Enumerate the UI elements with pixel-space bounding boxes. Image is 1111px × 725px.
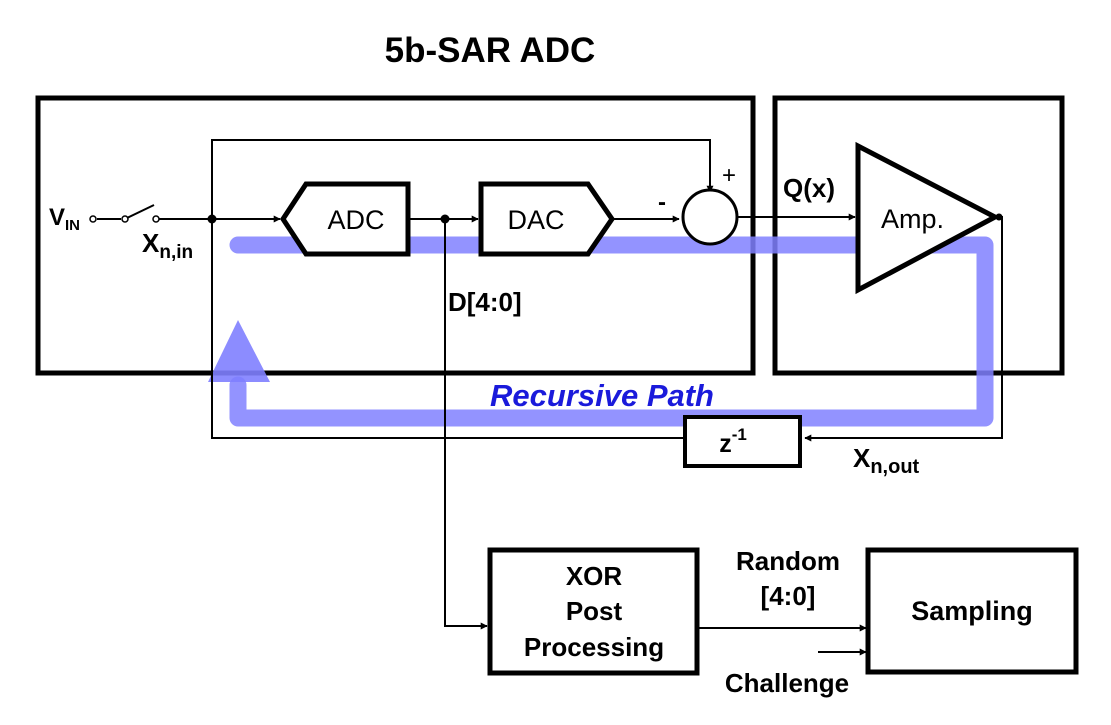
random-label-line1: Random <box>736 546 840 576</box>
amp-output-wire <box>804 216 1003 442</box>
amp-stage-box <box>772 95 1065 376</box>
plus-sign: + <box>722 162 736 189</box>
delay-label: z-1 <box>719 425 747 458</box>
feedback-wire <box>211 219 685 439</box>
xor-label-line3: Processing <box>524 632 664 662</box>
sampling-label: Sampling <box>911 596 1033 626</box>
sampling-block <box>865 547 1079 675</box>
xnin-label: Xn,in <box>142 228 193 263</box>
vin-label: VIN <box>49 204 80 234</box>
qx-label: Q(x) <box>783 173 835 203</box>
recursive-path-arrowhead <box>208 320 270 382</box>
recursive-path-highlight <box>208 236 994 427</box>
feedforward-wire <box>211 139 714 219</box>
delay-block <box>683 415 802 468</box>
xnout-label: Xn,out <box>853 443 920 478</box>
amp-block <box>855 141 1001 295</box>
minus-sign: - <box>658 189 666 216</box>
dac-block <box>478 181 616 257</box>
dbus-label: D[4:0] <box>448 287 522 317</box>
adc-label: ADC <box>327 205 384 235</box>
xor-label-line1: XOR <box>566 561 623 591</box>
diagram-title: 5b-SAR ADC <box>385 31 596 70</box>
dbus-wire <box>444 219 488 630</box>
sar-adc-box <box>35 95 756 376</box>
dac-label: DAC <box>507 205 564 235</box>
input-switch <box>89 204 160 223</box>
amp-label: Amp. <box>881 204 944 234</box>
summing-junction <box>681 188 739 246</box>
xor-block <box>487 547 700 676</box>
random-label-line2: [4:0] <box>761 581 816 611</box>
recursive-path-label: Recursive Path <box>490 378 714 413</box>
challenge-label: Challenge <box>725 668 849 698</box>
xor-label-line2: Post <box>566 596 623 626</box>
